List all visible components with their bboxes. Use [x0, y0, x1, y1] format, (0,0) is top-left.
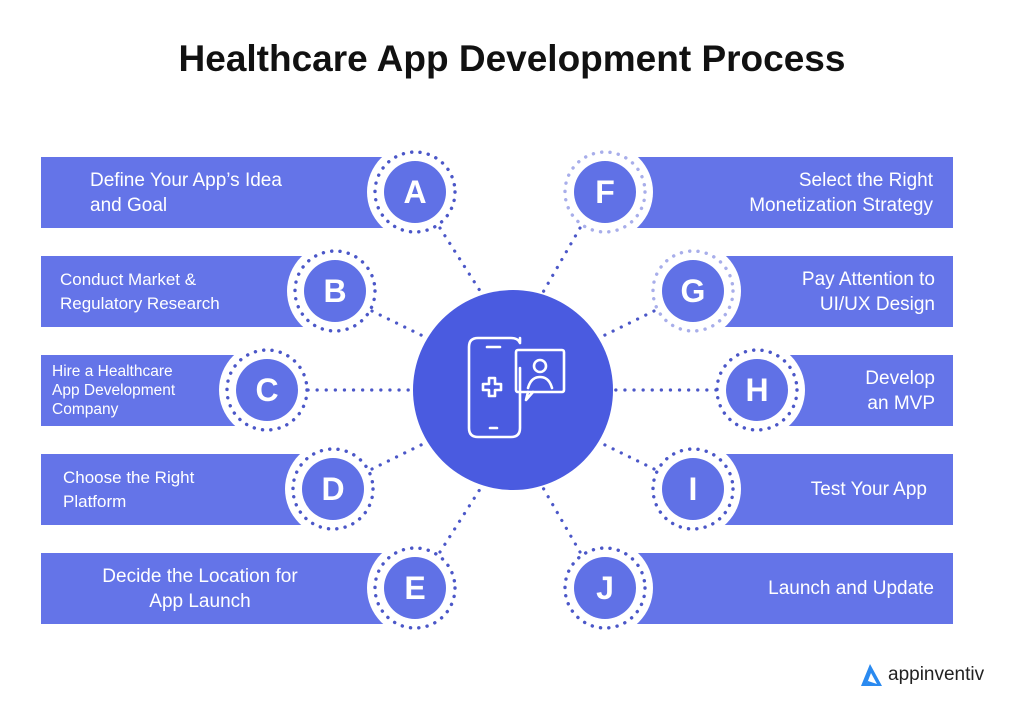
logo-text: appinventiv	[888, 664, 985, 685]
step-letter-d: D	[321, 471, 345, 507]
appinventiv-logo: appinventiv	[858, 662, 984, 688]
step-circle-f	[563, 150, 647, 234]
step-bar-b	[41, 256, 341, 327]
step-label-c: Hire a Healthcare App Development Compan…	[52, 363, 176, 418]
step-circle-j	[563, 546, 647, 630]
step-circle-h	[715, 348, 799, 432]
step-letter-e: E	[404, 570, 426, 606]
step-bar-a	[41, 157, 421, 228]
step-letter-j: J	[596, 570, 614, 606]
step-letter-a: A	[403, 174, 427, 210]
step-label-f: Select the Right Monetization Strategy	[749, 169, 933, 216]
step-circle-d	[291, 447, 375, 531]
step-label-e: Decide the Location for App Launch	[102, 565, 298, 612]
step-circle-b	[293, 249, 377, 333]
step-circles	[225, 150, 799, 630]
step-bar-e	[41, 553, 421, 624]
center-circle	[413, 290, 613, 490]
step-circle-c	[225, 348, 309, 432]
step-letter-b: B	[323, 273, 347, 309]
step-bar-d	[41, 454, 339, 525]
step-label-j: Launch and Update	[768, 578, 934, 599]
step-letter-f: F	[595, 174, 615, 210]
step-circle-i	[651, 447, 735, 531]
mobile-health-consultation-icon	[467, 336, 566, 439]
appinventiv-logo-icon	[861, 664, 882, 686]
step-circle-e	[373, 546, 457, 630]
step-label-d: Choose the Right Platform	[63, 467, 195, 511]
step-label-a: Define Your App’s Idea and Goal	[90, 169, 282, 216]
step-label-b: Conduct Market & Regulatory Research	[60, 269, 220, 313]
step-label-i: Test Your App	[810, 479, 927, 500]
step-circle-a	[373, 150, 457, 234]
step-label-g: Pay Attention to UI/UX Design	[801, 268, 935, 315]
page-title: Healthcare App Development Process	[178, 38, 846, 79]
step-circle-g	[651, 249, 735, 333]
step-letter-c: C	[255, 372, 279, 408]
step-bar-f	[600, 157, 953, 228]
step-letter-g: G	[680, 273, 706, 309]
step-bar-j	[600, 553, 953, 624]
step-label-h: Develop an MVP	[865, 367, 935, 414]
step-letter-i: I	[688, 471, 698, 507]
connector-lines	[306, 226, 718, 554]
step-letter-h: H	[745, 372, 769, 408]
